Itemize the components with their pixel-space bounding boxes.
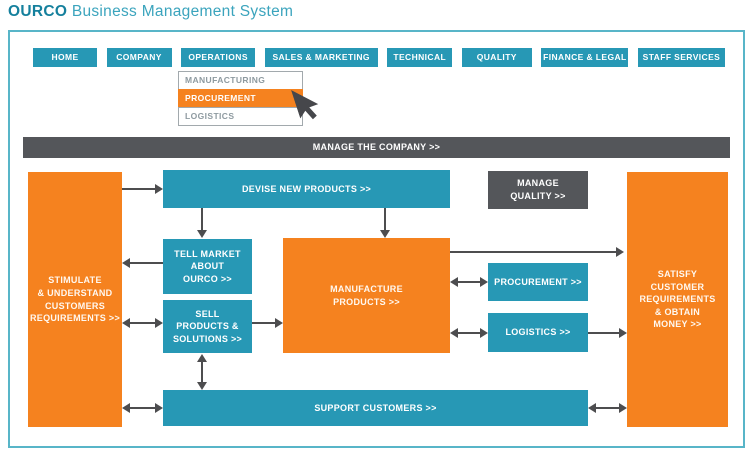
box-logistics[interactable]: LOGISTICS >> — [488, 313, 588, 352]
nav-operations[interactable]: OPERATIONS — [181, 48, 256, 67]
nav-technical[interactable]: TECHNICAL — [387, 48, 453, 67]
arrow-manufacture-procurement-both — [450, 277, 488, 287]
arrow-manufacture-to-satisfy — [450, 247, 624, 257]
arrow-stimulate-to-devise — [122, 184, 163, 194]
arrow-sell-support-both — [197, 354, 207, 390]
box-manage-quality[interactable]: MANAGE QUALITY >> — [488, 171, 588, 209]
arrow-stimulate-sell-both — [122, 318, 163, 328]
box-stimulate-understand[interactable]: STIMULATE & UNDERSTAND CUSTOMERS REQUIRE… — [28, 172, 122, 427]
box-manage-company[interactable]: MANAGE THE COMPANY >> — [23, 137, 730, 158]
box-satisfy-customer[interactable]: SATISFY CUSTOMER REQUIREMENTS & OBTAIN M… — [627, 172, 728, 427]
mouse-cursor-icon — [291, 90, 319, 120]
box-devise-new-products[interactable]: DEVISE NEW PRODUCTS >> — [163, 170, 450, 208]
page-title: OURCO Business Management System — [8, 3, 293, 21]
nav-quality[interactable]: QUALITY — [461, 48, 532, 67]
nav-finance-legal[interactable]: FINANCE & LEGAL — [541, 48, 629, 67]
box-tell-market[interactable]: TELL MARKET ABOUT OURCO >> — [163, 239, 252, 294]
arrow-manufacture-logistics-both — [450, 328, 488, 338]
arrow-devise-to-tellmarket — [197, 208, 207, 238]
box-label: STIMULATE & UNDERSTAND CUSTOMERS REQUIRE… — [29, 275, 121, 324]
arrow-stimulate-support-both — [122, 403, 163, 413]
nav-home[interactable]: HOME — [33, 48, 97, 67]
arrow-logistics-to-satisfy — [588, 328, 627, 338]
box-procurement[interactable]: PROCUREMENT >> — [488, 263, 588, 301]
arrow-sell-to-manufacture — [252, 318, 283, 328]
box-label: LOGISTICS >> — [505, 327, 571, 338]
product-name: Business Management System — [71, 3, 294, 20]
main-nav: HOME COMPANY OPERATIONS SALES & MARKETIN… — [33, 48, 725, 67]
box-label: MANAGE THE COMPANY >> — [312, 142, 441, 153]
arrow-devise-to-manufacture — [380, 208, 390, 238]
box-label: MANUFACTURE PRODUCTS >> — [330, 283, 403, 307]
diagram-frame — [8, 30, 745, 448]
dropdown-item-logistics[interactable]: LOGISTICS — [178, 107, 303, 126]
box-label: PROCUREMENT >> — [494, 276, 582, 287]
box-sell-products[interactable]: SELL PRODUCTS & SOLUTIONS >> — [163, 300, 252, 353]
box-label: SUPPORT CUSTOMERS >> — [314, 402, 437, 413]
box-label: DEVISE NEW PRODUCTS >> — [241, 183, 372, 194]
box-manufacture-products[interactable]: MANUFACTURE PRODUCTS >> — [283, 238, 450, 353]
brand-name: OURCO — [8, 3, 68, 20]
operations-dropdown: MANUFACTURING PROCUREMENT LOGISTICS — [178, 71, 303, 126]
dropdown-item-procurement[interactable]: PROCUREMENT — [178, 89, 303, 108]
box-support-customers[interactable]: SUPPORT CUSTOMERS >> — [163, 390, 588, 426]
arrow-tellmarket-to-stimulate — [122, 258, 163, 268]
box-label: MANAGE QUALITY >> — [510, 178, 566, 201]
nav-sales-marketing[interactable]: SALES & MARKETING — [264, 48, 378, 67]
nav-staff-services[interactable]: STAFF SERVICES — [637, 48, 725, 67]
dropdown-item-manufacturing[interactable]: MANUFACTURING — [178, 71, 303, 90]
nav-company[interactable]: COMPANY — [106, 48, 172, 67]
arrow-support-satisfy-both — [588, 403, 627, 413]
box-label: SELL PRODUCTS & SOLUTIONS >> — [172, 308, 243, 344]
box-label: TELL MARKET ABOUT OURCO >> — [174, 248, 241, 284]
box-label: SATISFY CUSTOMER REQUIREMENTS & OBTAIN M… — [639, 269, 716, 330]
